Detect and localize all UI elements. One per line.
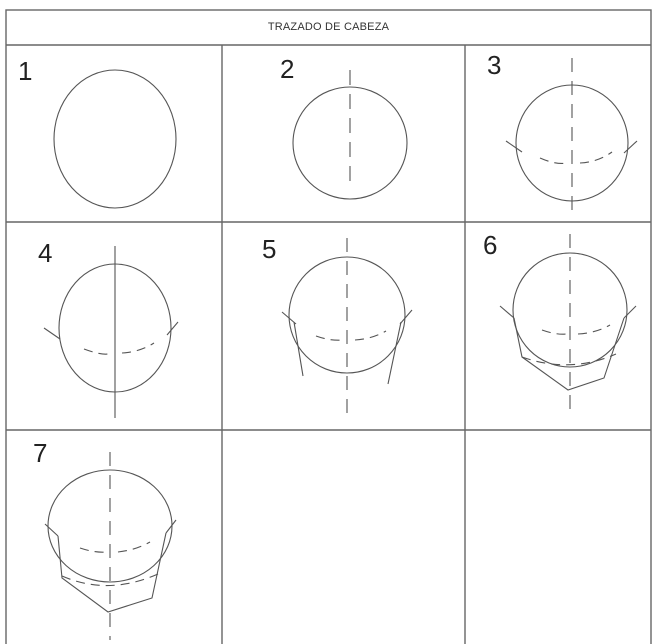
grid-lines [6, 10, 651, 644]
step-3-number: 3 [487, 52, 501, 78]
step-3-drawing [506, 58, 637, 212]
step-4-drawing [44, 246, 178, 418]
step-4-number: 4 [38, 240, 52, 266]
step-5-number: 5 [262, 236, 276, 262]
step-1-number: 1 [18, 58, 32, 84]
step-5-drawing [282, 238, 412, 420]
step-2-number: 2 [280, 56, 294, 82]
step-1-drawing [54, 70, 176, 208]
step-2-drawing [293, 70, 407, 199]
step-6-drawing [500, 234, 636, 418]
step-6-number: 6 [483, 232, 497, 258]
step-7-number: 7 [33, 440, 47, 466]
step-7-drawing [45, 452, 176, 640]
